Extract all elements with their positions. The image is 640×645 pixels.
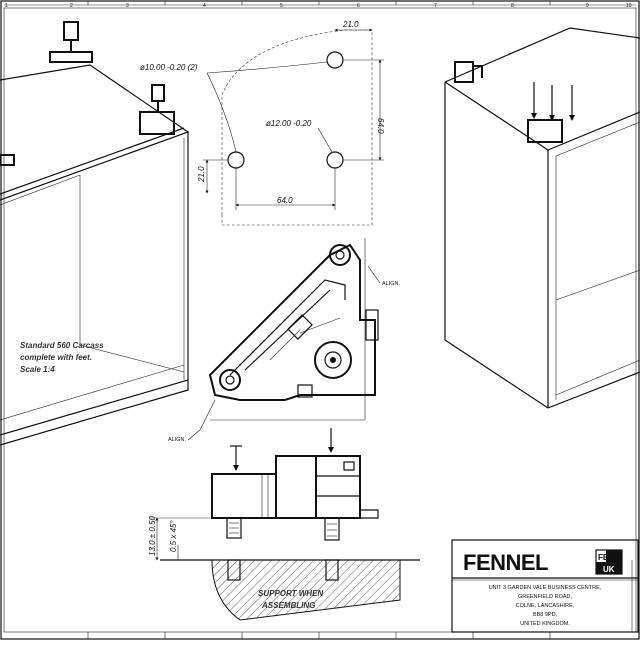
grid-col-5: 5 [280,3,283,9]
grid-col-2: 2 [70,3,73,9]
hole-callout-large: ø10.00 -0.20 (2) [140,63,198,72]
leveling-foot-icon [454,61,483,83]
carcass-left-view [0,21,190,446]
align-label-left: ALIGN. [168,437,187,443]
grid-col-4: 4 [203,3,206,9]
bracket-plan-view [208,238,379,421]
address-line-5: UNITED KINGDOM. [520,621,570,627]
support-note-line-1: SUPPORT WHEN [258,589,323,598]
hole-dim-right: 64.0 [376,118,385,134]
grid-col-9: 9 [586,3,589,9]
brand-logo: FENNEL [463,550,548,575]
leveling-foot-icon [0,154,15,166]
address-line-1: UNIT 3 GARDEN VALE BUSINESS CENTRE, [489,585,602,591]
leveling-foot-icon [49,21,93,63]
carcass-right-view [444,27,640,409]
side-elevation-view: 13.0 ± 0.50 0.5 x 45° [148,428,420,621]
grid-col-6: 6 [357,3,360,9]
hole-callout-small: ø12.00 -0.20 [266,119,312,128]
support-note-line-2: ASSEMBLING [261,601,315,610]
fe-uk-badge: FE UK [595,549,623,575]
grid-reference-top: 1 2 3 4 5 6 7 8 9 10 [5,1,632,639]
side-dim-chamfer: 0.5 x 45° [169,520,178,552]
align-label-right: ALIGN. [382,281,401,287]
hole-dim-left: 21.0 [197,166,206,183]
carcass-note-line-3: Scale 1:4 [20,365,55,374]
address-line-4: BB8 9PD, [533,612,558,618]
carcass-note-line-2: complete with feet. [20,353,92,362]
grid-col-7: 7 [434,3,437,9]
address-line-2: GREENFIELD ROAD, [518,594,573,600]
side-dim-height: 13.0 ± 0.50 [148,515,157,556]
carcass-note: Standard 560 Carcass complete with feet.… [20,341,104,374]
grid-col-8: 8 [511,3,514,9]
hole-dim-top: 21.0 [342,20,359,29]
badge-top-text: FE [598,553,609,562]
grid-col-3: 3 [126,3,129,9]
badge-bottom-text: UK [603,565,615,574]
carcass-note-line-1: Standard 560 Carcass [20,341,104,350]
leveling-foot-icon [527,119,563,143]
address-line-3: COLNE, LANCASHIRE, [516,603,575,609]
hole-dim-bottom: 64.0 [277,196,293,205]
grid-col-1: 1 [5,3,8,9]
leveling-foot-icon [139,84,175,135]
hole-plan-view: 21.0 64.0 21.0 64.0 ø10.00 -0.20 (2) ø12… [140,20,385,226]
title-block: FENNEL FE UK UNIT 3 GARDEN VALE BUSINESS… [451,539,639,633]
grid-col-10: 10 [626,3,632,9]
